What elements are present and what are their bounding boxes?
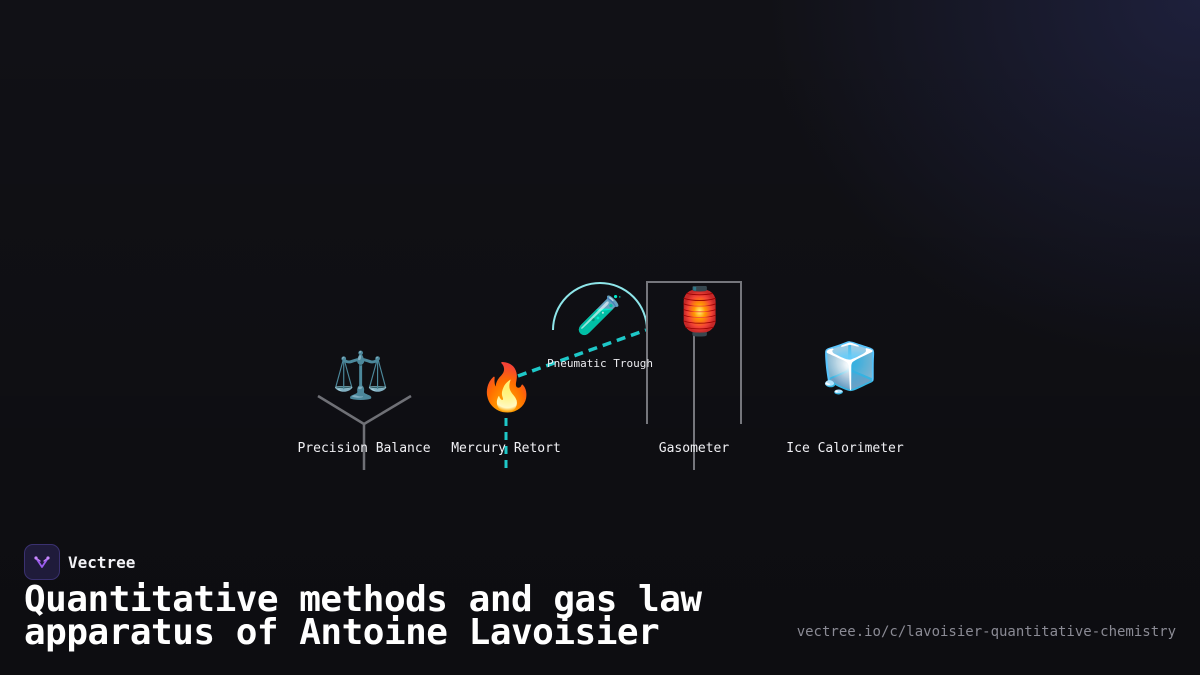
balance-scale-icon: ⚖️ bbox=[332, 348, 390, 402]
lantern-icon: 🏮 bbox=[671, 284, 729, 338]
trough-arc bbox=[552, 282, 648, 331]
gasometer-frame bbox=[646, 281, 742, 470]
node-label-gasometer: Gasometer bbox=[658, 441, 730, 456]
brand[interactable]: Vectree bbox=[24, 544, 135, 580]
test-tube-icon: 🧪 bbox=[576, 293, 624, 337]
node-label-precision-balance: Precision Balance bbox=[297, 441, 431, 456]
brand-name: Vectree bbox=[68, 552, 136, 572]
balance-stand bbox=[317, 394, 412, 470]
page-url[interactable]: vectree.io/c/lavoisier-quantitative-chem… bbox=[796, 624, 1176, 640]
node-label-ice-calorimeter: Ice Calorimeter bbox=[786, 441, 904, 456]
node-label-mercury-retort: Mercury Retort bbox=[451, 441, 561, 456]
ice-cube-icon: 🧊 bbox=[820, 340, 880, 396]
page-title: Quantitative methods and gas law apparat… bbox=[24, 579, 702, 653]
flame-icon: 🔥 bbox=[478, 360, 536, 414]
retort-to-trough-line bbox=[517, 328, 647, 378]
node-label-pneumatic-trough: Pneumatic Trough bbox=[547, 357, 653, 370]
vectree-logo-icon bbox=[24, 544, 60, 580]
